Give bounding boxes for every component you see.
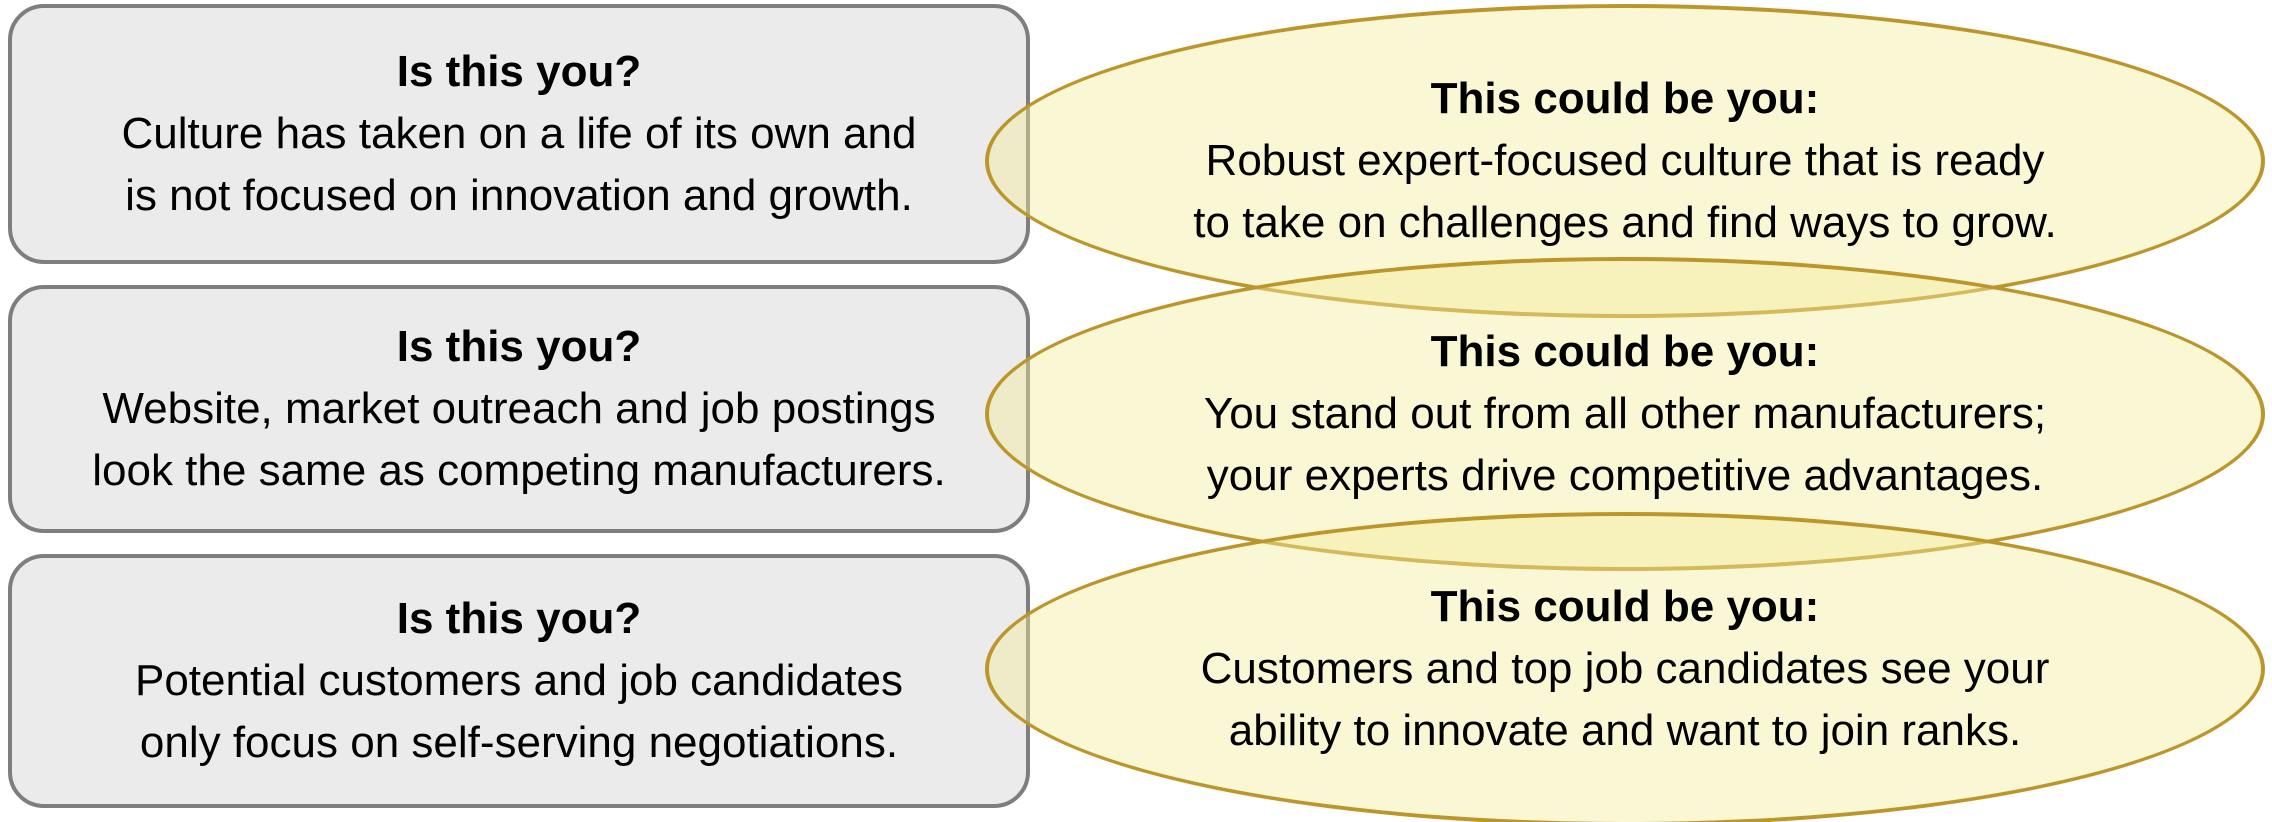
this-could-be-you-ellipse-2: This could be you: You stand out from al… bbox=[985, 257, 2265, 571]
box-3-text-line-1: Potential customers and job candidates bbox=[134, 656, 904, 705]
ellipse-3-heading: This could be you: bbox=[1430, 582, 1820, 631]
box-1-text-line-1: Culture has taken on a life of its own a… bbox=[121, 109, 917, 158]
ellipse-2-text-line-2: your experts drive competitive advantage… bbox=[1206, 451, 2044, 500]
box-3-heading: Is this you? bbox=[396, 594, 642, 643]
ellipse-2-heading: This could be you: bbox=[1430, 327, 1820, 376]
ellipse-3-text-line-1: Customers and top job candidates see you… bbox=[1200, 644, 2050, 693]
ellipse-1-text-line-1: Robust expert-focused culture that is re… bbox=[1205, 136, 2045, 185]
box-1-heading: Is this you? bbox=[396, 47, 642, 96]
is-this-you-box-3: Is this you? Potential customers and job… bbox=[8, 554, 1030, 808]
box-2-heading: Is this you? bbox=[396, 322, 642, 371]
ellipse-3-text-line-2: ability to innovate and want to join ran… bbox=[1228, 706, 2022, 755]
box-1-text-line-2: is not focused on innovation and growth. bbox=[125, 171, 913, 220]
this-could-be-you-ellipse-3: This could be you: Customers and top job… bbox=[985, 512, 2265, 822]
ellipse-2-text-line-1: You stand out from all other manufacture… bbox=[1203, 389, 2047, 438]
box-2-text-line-1: Website, market outreach and job posting… bbox=[102, 384, 936, 433]
is-this-you-box-1: Is this you? Culture has taken on a life… bbox=[8, 4, 1030, 264]
box-2-text-line-2: look the same as competing manufacturers… bbox=[92, 446, 946, 495]
box-3-text-line-2: only focus on self-serving negotiations. bbox=[139, 718, 899, 767]
ellipse-1-text-line-2: to take on challenges and find ways to g… bbox=[1193, 198, 2057, 247]
is-this-you-box-2: Is this you? Website, market outreach an… bbox=[8, 285, 1030, 533]
ellipse-1-heading: This could be you: bbox=[1430, 74, 1820, 123]
